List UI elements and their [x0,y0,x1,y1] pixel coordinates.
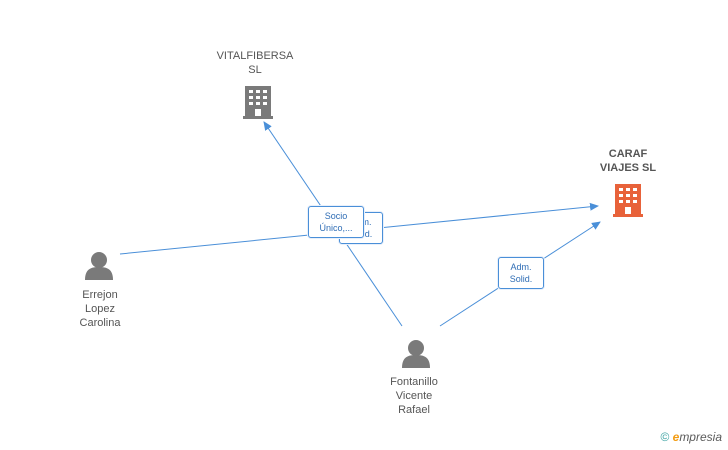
person-icon [402,340,430,368]
copyright-symbol: © [660,430,670,444]
edge-label-adm-solid: Adm. Solid. [498,257,544,289]
copyright-footer: © empresia [660,430,722,444]
company-label-caraf[interactable]: CARAF VIAJES SL [599,148,657,174]
person-icon [85,252,113,280]
brand-e: e [672,430,680,444]
person-label-errejon[interactable]: Errejon Lopez Carolina [79,289,121,329]
building-icon [613,184,643,217]
person-label-fontanillo[interactable]: Fontanillo Vicente Rafael [390,376,438,416]
company-label-vitalfibersa[interactable]: VITALFIBERSA SL [216,50,294,76]
building-icon [243,86,273,119]
edge-label-socio-unico: Socio Único,... [308,206,364,238]
brand-name: mpresia [679,430,722,444]
